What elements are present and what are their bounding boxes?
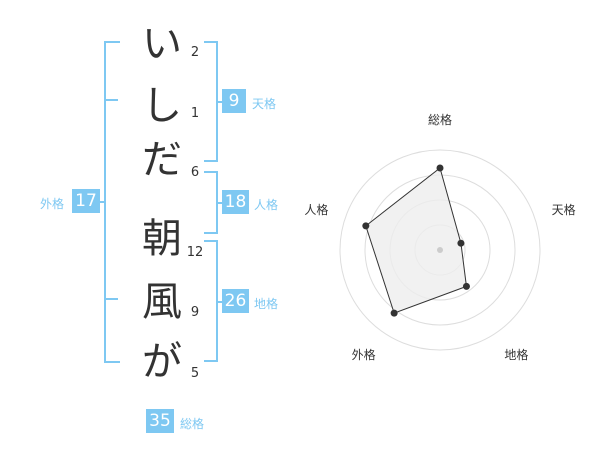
soukaku-label: 総格 — [180, 417, 205, 431]
gaikaku-tick-upper — [104, 99, 118, 101]
radar-point-4 — [390, 309, 398, 317]
stroke-count-2: 1 — [190, 106, 200, 121]
name-char-4: 朝 — [142, 216, 182, 262]
radar-point-5 — [362, 222, 370, 230]
gaikaku-label: 外格 — [40, 197, 65, 211]
chikaku-connector — [216, 301, 222, 303]
stroke-count-4: 12 — [186, 245, 204, 260]
chikaku-label: 地格 — [254, 297, 279, 311]
radar-axis-label-2: 天格 — [552, 202, 576, 217]
stroke-count-3: 6 — [190, 165, 200, 180]
radar-point-2 — [457, 239, 465, 247]
stroke-count-6: 5 — [190, 366, 200, 381]
tenkaku-label: 天格 — [252, 97, 277, 111]
radar-axis-label-3: 地格 — [504, 347, 528, 362]
radar-center — [437, 247, 443, 253]
radar-point-1 — [436, 164, 444, 172]
radar-points — [362, 164, 470, 317]
soukaku-value: 35 — [146, 409, 174, 433]
name-char-2: し — [142, 83, 182, 129]
radar-axis-label-1: 総格 — [428, 112, 452, 127]
radar-point-3 — [462, 282, 470, 290]
name-char-1: い — [142, 21, 182, 67]
radar-area — [365, 167, 467, 314]
tenkaku-connector — [216, 101, 222, 103]
chikaku-value: 26 — [222, 289, 249, 313]
jinkaku-label: 人格 — [254, 198, 279, 212]
name-char-6: が — [142, 339, 182, 385]
jinkaku-connector — [216, 202, 222, 204]
name-char-5: 風 — [142, 279, 182, 325]
stroke-count-1: 2 — [190, 45, 200, 60]
jinkaku-value: 18 — [222, 190, 249, 214]
radar-axis-label-5: 人格 — [304, 202, 328, 217]
name-char-3: だ — [142, 137, 182, 183]
gaikaku-connector — [98, 201, 106, 203]
tenkaku-value: 9 — [222, 89, 246, 113]
gaikaku-tick-lower — [104, 298, 118, 300]
radar-axis-label-4: 外格 — [352, 347, 376, 362]
stroke-count-5: 9 — [190, 305, 200, 320]
gaikaku-value: 17 — [72, 189, 100, 213]
radar-ring-4 — [339, 149, 541, 351]
